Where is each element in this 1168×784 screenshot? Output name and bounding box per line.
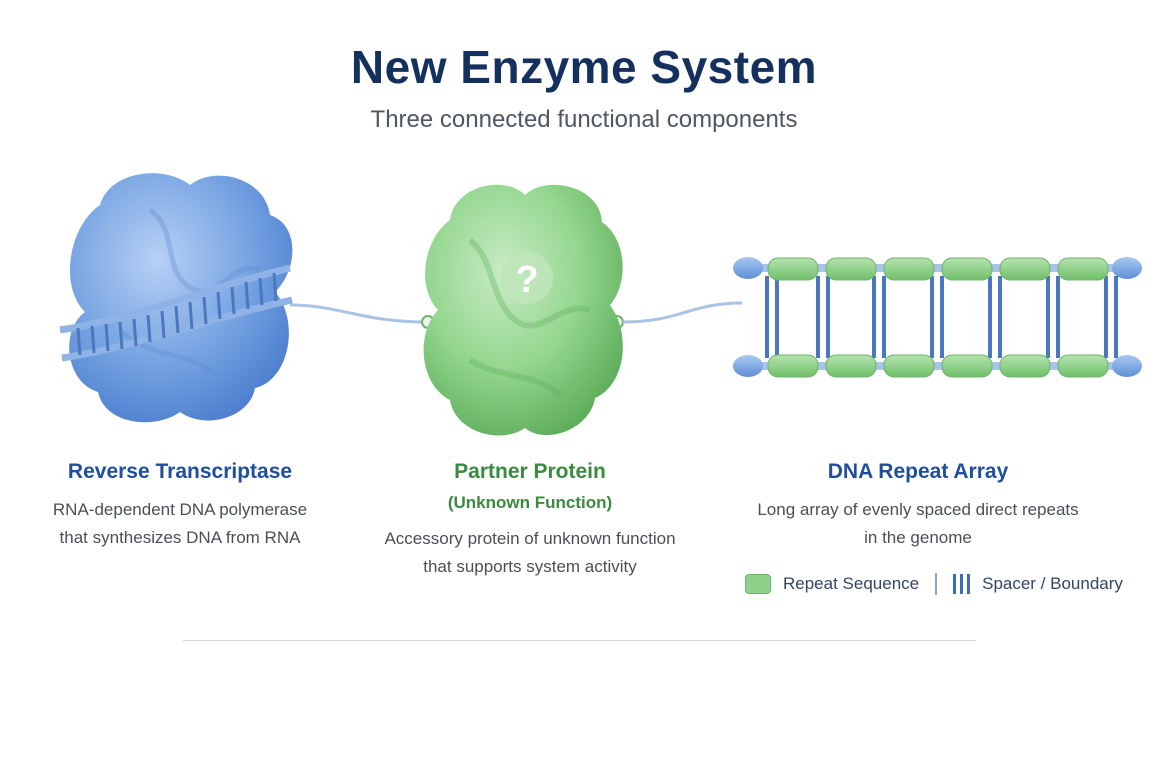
description-line: in the genome (864, 528, 972, 547)
description-line: Long array of evenly spaced direct repea… (757, 500, 1079, 519)
description-line: that supports system activity (423, 557, 637, 576)
dna-repeat-array-icon (733, 257, 1142, 378)
partner-protein-icon: ? (423, 184, 623, 436)
description-line: Accessory protein of unknown function (384, 529, 676, 548)
dna-repeat-array-description: Long array of evenly spaced direct repea… (718, 496, 1118, 552)
reverse-transcriptase-title: Reverse Transcriptase (67, 460, 293, 483)
spacer-boundary-swatch-icon (953, 574, 971, 594)
legend-spacer-label: Spacer / Boundary (982, 574, 1123, 593)
page-title: New Enzyme System (350, 41, 818, 93)
reverse-transcriptase-icon (59, 173, 293, 423)
array-end-cap (1112, 355, 1142, 377)
question-mark-icon: ? (515, 259, 538, 301)
legend: Repeat Sequence Spacer / Boundary (745, 570, 1123, 598)
array-end-cap (733, 257, 763, 279)
legend-repeat-label: Repeat Sequence (783, 574, 920, 593)
page-subtitle: Three connected functional components (370, 106, 798, 133)
partner-protein-subtitle: (Unknown Function) (447, 493, 613, 512)
bottom-divider (183, 640, 976, 641)
dna-repeat-array-title: DNA Repeat Array (827, 460, 1009, 483)
description-line: RNA-dependent DNA polymerase (52, 500, 308, 519)
description-line: that synthesizes DNA from RNA (59, 528, 301, 547)
reverse-transcriptase-description: RNA-dependent DNA polymerase that synthe… (20, 496, 340, 552)
repeat-sequence-swatch-icon (745, 574, 771, 594)
array-end-cap (1112, 257, 1142, 279)
legend-separator (935, 573, 938, 595)
partner-protein-title: Partner Protein (454, 460, 606, 483)
question-mark-badge (501, 252, 553, 304)
partner-protein-description: Accessory protein of unknown function th… (350, 525, 710, 581)
array-end-cap (733, 355, 763, 377)
